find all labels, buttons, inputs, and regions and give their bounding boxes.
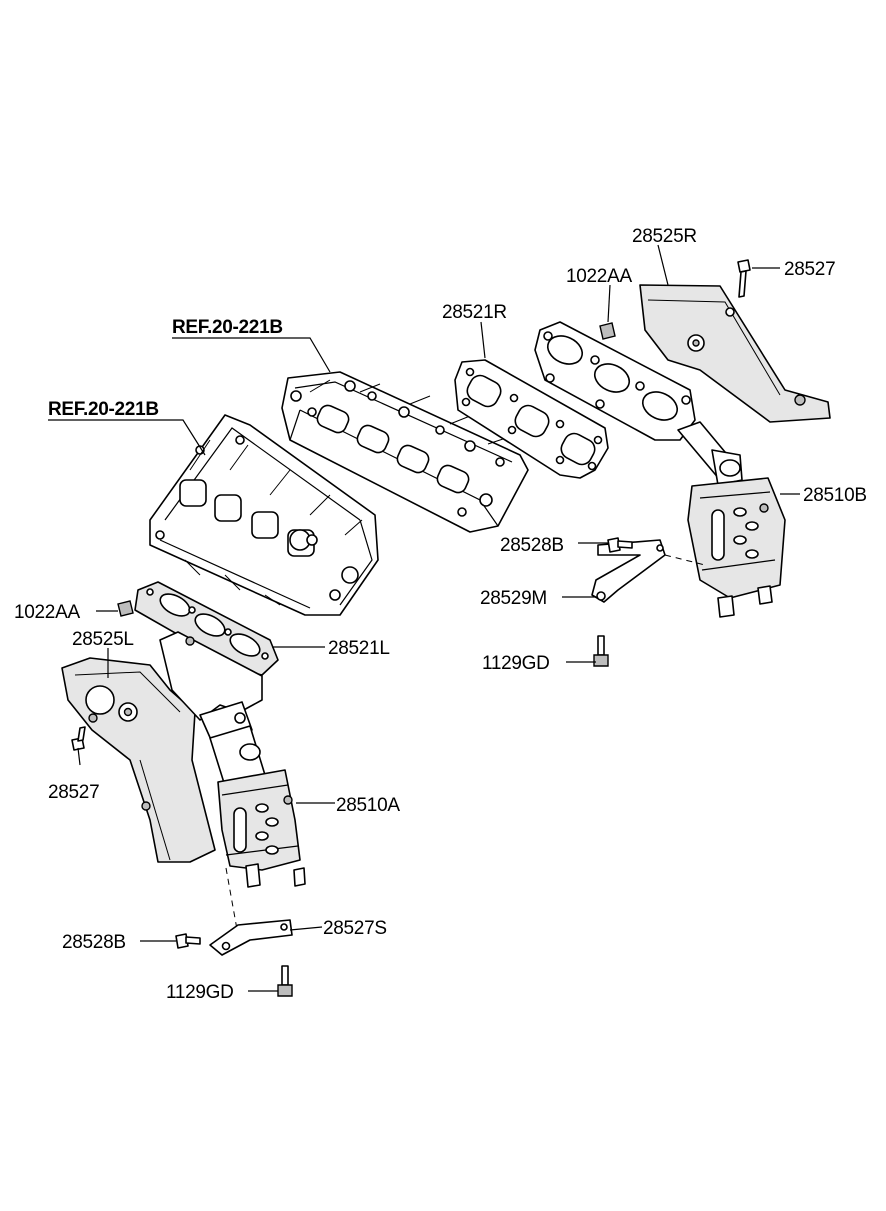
bolt-28528B-bottom (175, 933, 201, 949)
bolt-1129GD-top (593, 635, 609, 667)
label-28529M: 28529M (480, 588, 547, 609)
bolt-28527-top (737, 259, 751, 298)
manifold-left (159, 631, 266, 787)
gasket-left (134, 581, 279, 676)
label-28510B: 28510B (803, 485, 867, 506)
heat-shield-left (61, 657, 216, 863)
nut-1022AA-top (599, 322, 616, 340)
heat-shield-right (639, 284, 831, 423)
label-1129GD-bottom: 1129GD (166, 982, 234, 1003)
label-28521R: 28521R (442, 302, 507, 323)
bolt-1129GD-bottom (277, 965, 293, 997)
label-1129GD-top: 1129GD (482, 653, 550, 674)
label-28510A: 28510A (336, 795, 400, 816)
nut-1022AA-left (117, 600, 134, 617)
label-ref-upper: REF.20-221B (172, 317, 283, 338)
cylinder-head-right (281, 371, 529, 533)
label-28525L: 28525L (72, 629, 134, 650)
label-28527-top: 28527 (784, 259, 835, 280)
catalytic-converter-right (687, 449, 786, 618)
label-28525R: 28525R (632, 226, 697, 247)
label-ref-lower: REF.20-221B (48, 399, 159, 420)
label-28528B-bottom: 28528B (62, 932, 126, 953)
label-1022AA-left: 1022AA (14, 602, 80, 623)
bracket-right (591, 539, 706, 603)
bolt-28528B-top (607, 537, 633, 553)
leader-lines (48, 244, 800, 992)
bolt-28527-left (71, 726, 86, 751)
label-28527S: 28527S (323, 918, 387, 939)
label-1022AA-top: 1022AA (566, 266, 632, 287)
label-28521L: 28521L (328, 638, 390, 659)
part-labels: REF.20-221B REF.20-221B 28525R 28527 102… (14, 226, 867, 1003)
cylinder-head-left (149, 414, 379, 616)
gasket-right (454, 359, 609, 479)
manifold-right (534, 321, 741, 481)
bracket-left (209, 919, 293, 956)
label-28527-left: 28527 (48, 782, 99, 803)
catalytic-converter-left (217, 769, 306, 936)
label-28528B-top: 28528B (500, 535, 564, 556)
